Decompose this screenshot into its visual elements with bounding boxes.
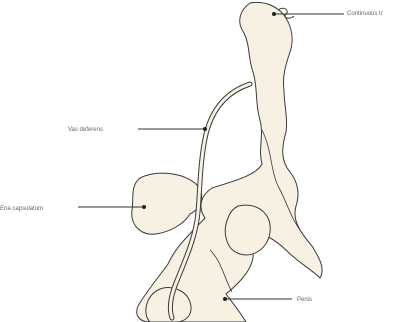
lower-lobe bbox=[225, 205, 270, 255]
label-penis: Penis bbox=[297, 296, 312, 304]
leader-dot bbox=[272, 12, 276, 16]
leader-dot bbox=[203, 127, 207, 131]
leader-dot bbox=[223, 297, 227, 301]
label-capsulatum: Ena capsulatum bbox=[0, 205, 43, 213]
leader-dot bbox=[142, 205, 146, 209]
label-continuous: Continuous tr bbox=[347, 10, 383, 18]
capsule-blob bbox=[132, 173, 202, 234]
tract-body bbox=[137, 2, 322, 322]
label-vas-deferens: Vas deferens bbox=[68, 126, 103, 134]
